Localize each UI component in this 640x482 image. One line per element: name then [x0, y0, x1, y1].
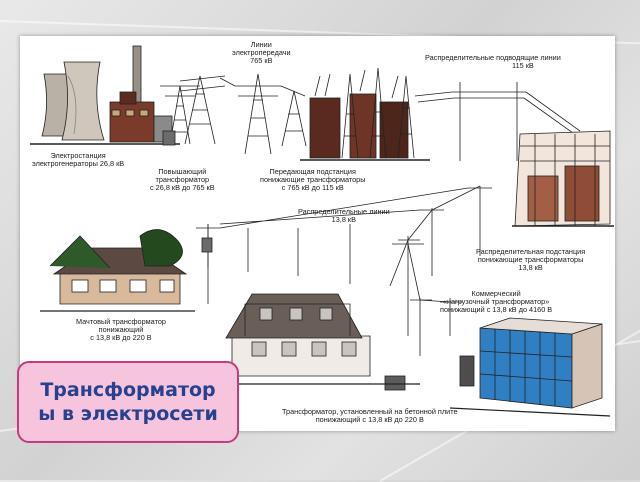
label-commercial-transformer: Коммерческий «нагрузочный трансформатор»… — [440, 290, 552, 314]
distribution-substation-drawing — [512, 131, 614, 226]
label-pole-transformer: Мачтовый трансформатор понижающий с 13,8… — [76, 318, 166, 342]
label-transmission-substation: Передающая подстанция понижающие трансфо… — [260, 168, 365, 192]
transmission-towers-drawing — [220, 74, 306, 154]
power-station-drawing — [30, 46, 180, 144]
label-power-station: Электростанция электрогенераторы 26,8 кВ — [32, 152, 124, 168]
slide-title-line-1: Трансформатор — [40, 378, 215, 402]
pad-house-drawing — [220, 294, 420, 390]
step-up-tower-drawing — [160, 76, 225, 145]
label-power-lines-765: Линии электропередачи 765 кВ — [232, 41, 291, 65]
label-distribution-supply-lines: Распределительные подводящие линии 115 к… — [425, 54, 561, 70]
label-distribution-lines: Распределительные линии 13,8 кВ — [298, 208, 390, 224]
pole-house-drawing — [40, 224, 220, 311]
label-pad-transformer: Трансформатор, установленный на бетонной… — [282, 408, 458, 424]
commercial-building-drawing — [450, 318, 610, 416]
label-step-up-transformer: Повышающий трансформатор с 26,8 кВ до 76… — [150, 168, 215, 192]
transmission-substation-drawing — [300, 68, 430, 160]
slide-title-line-2: ы в электросети — [38, 402, 218, 426]
slide-title-box: Трансформатор ы в электросети — [17, 361, 239, 443]
label-distribution-substation: Распределительная подстанция понижающие … — [476, 248, 585, 272]
